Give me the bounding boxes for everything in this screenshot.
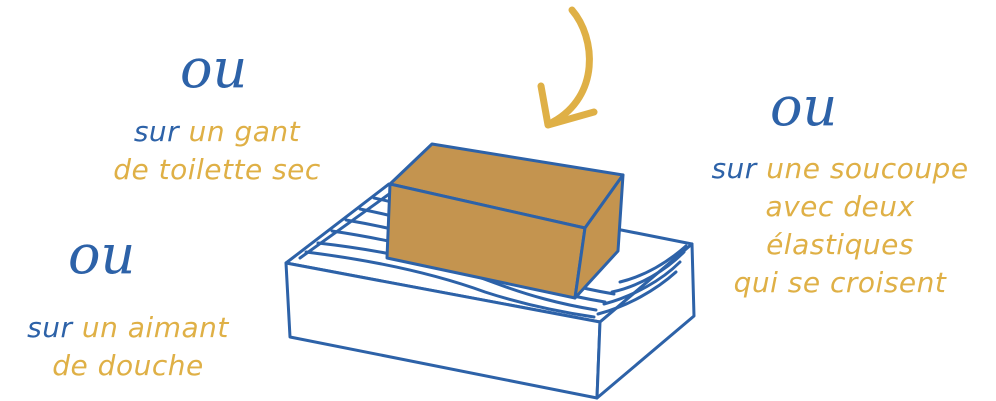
caption-washcloth-sur: sur [134,115,179,148]
caption-magnet-line1: un aimant [82,311,229,344]
caption-saucer-line2: avec deux [765,190,914,223]
caption-magnet: sur un aimant de douche [8,309,248,385]
caption-saucer: sur une soucoupe avec deux élastiques qu… [694,150,986,302]
curved-arrow-icon [541,10,594,125]
caption-saucer-line1: une soucoupe [766,152,968,185]
caption-saucer-sur: sur [711,152,756,185]
ou-label-magnet: ou [68,228,135,282]
caption-washcloth-line1: un gant [189,115,301,148]
ou-label-saucer: ou [770,80,837,134]
caption-washcloth: sur un gant de toilette sec [112,113,322,189]
caption-washcloth-line2: de toilette sec [113,153,321,186]
caption-saucer-line4: qui se croisent [734,266,947,299]
caption-saucer-line3: élastiques [766,228,914,261]
ou-label-washcloth: ou [180,42,247,96]
caption-magnet-line2: de douche [52,349,203,382]
caption-magnet-sur: sur [27,311,72,344]
